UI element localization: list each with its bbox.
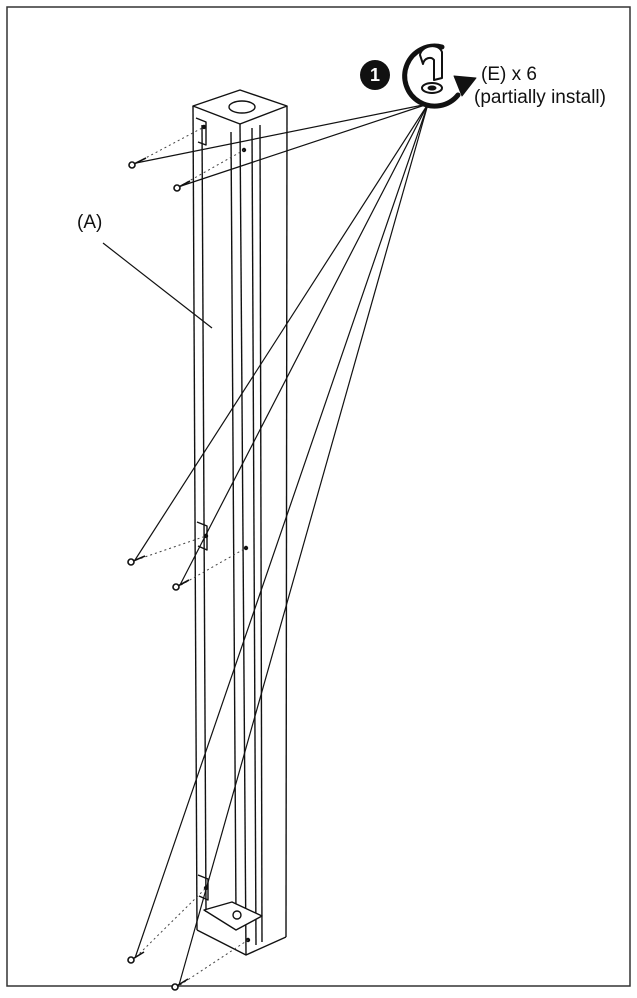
callout-lines [134,103,429,986]
hardware-note-label: (partially install) [474,87,606,108]
column-bottom [196,929,287,956]
column-a [192,89,288,956]
screw [171,978,189,991]
screw [127,555,146,566]
step-badge: 1 [360,60,390,90]
screw [128,157,147,169]
part-a-label: (A) [77,212,103,233]
column-left-edge [192,105,198,931]
screw [127,951,145,964]
screw-insertion-paths [135,126,249,986]
hardware-quantity-label: (E) x 6 [481,64,537,85]
column-right-edge [285,105,288,938]
screws-e [127,157,191,991]
column-corner-edge [239,123,247,956]
column-top-hole [228,100,256,114]
screw [173,180,191,192]
page-frame [6,6,631,987]
screw [172,579,190,591]
part-a-leader [102,242,213,329]
hex-key-rotate-icon [402,43,477,109]
